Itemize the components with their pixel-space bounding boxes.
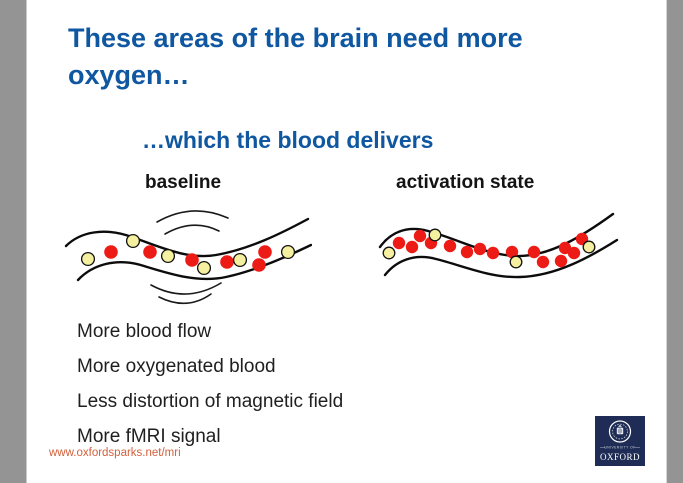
deoxygenated-cell-dot [413,229,427,243]
deoxygenated-cell-dot [392,236,406,250]
oxygenated-cell-dot [80,251,96,267]
logo-oxford-text: OXFORD [600,453,640,463]
activation-blood-cells [382,228,596,269]
activation-state-label: activation state [396,172,535,193]
bullet-list: More blood flow More oxygenated blood Le… [77,314,343,454]
vessel-wall-bottom [383,238,619,279]
right-gutter [666,0,683,483]
deoxygenated-cell-dot [505,245,519,259]
activation-vessel-illustration [378,212,619,279]
logo-background [595,416,645,466]
deoxygenated-cell-dot [554,254,568,268]
deoxygenated-cell-dot [567,246,581,260]
logo-university-of-text: UNIVERSITY OF [604,446,635,450]
baseline-blood-cells [80,233,296,276]
slide-subtitle: …which the blood delivers [142,127,434,153]
oxygenated-cell-dot [160,248,176,264]
deoxygenated-cell-dot [486,246,500,260]
oxford-crest-icon [608,420,632,443]
field-distortion-arcs-top [156,210,229,235]
vessel-wall-bottom [76,243,312,282]
slide-title-line2: oxygen… [68,60,190,90]
bullet-less-distortion: Less distortion of magnetic field [77,391,344,412]
slide-title-line1: These areas of the brain need more [68,23,523,53]
deoxygenated-cell-dot [143,245,157,259]
deoxygenated-cell-dot [536,255,550,269]
deoxygenated-cell-dot [220,255,234,269]
oxygenated-cell-dot [582,240,596,254]
baseline-vessel-illustration [64,210,312,305]
field-distortion-arcs-bottom [150,282,222,305]
oxford-university-logo: UNIVERSITY OF OXFORD [595,416,645,466]
bullet-more-blood-flow: More blood flow [77,321,212,342]
deoxygenated-cell-dot [527,245,541,259]
bullet-more-oxygenated-blood: More oxygenated blood [77,356,276,377]
slide-title: These areas of the brain need more oxyge… [68,20,628,94]
deoxygenated-cell-dot [473,242,487,256]
oxygenated-cell-dot [382,246,396,260]
deoxygenated-cell-dot [252,258,266,272]
oxygenated-cell-dot [196,260,212,276]
deoxygenated-cell-dot [405,240,419,254]
oxygenated-cell-dot [232,252,248,268]
deoxygenated-cell-dot [460,245,474,259]
oxygenated-cell-dot [125,233,141,249]
oxygenated-cell-dot [509,255,523,269]
baseline-label: baseline [145,172,222,193]
deoxygenated-cell-dot [443,239,457,253]
deoxygenated-cell-dot [185,253,199,267]
bullet-more-fmri-signal: More fMRI signal [77,426,221,447]
deoxygenated-cell-dot [258,245,272,259]
left-gutter [0,0,27,483]
oxygenated-cell-dot [428,228,442,242]
deoxygenated-cell-dot [104,245,118,259]
vessel-wall-top [64,217,310,258]
oxygenated-cell-dot [280,244,296,260]
oxfordsparks-url-link[interactable]: www.oxfordsparks.net/mri [49,447,181,459]
